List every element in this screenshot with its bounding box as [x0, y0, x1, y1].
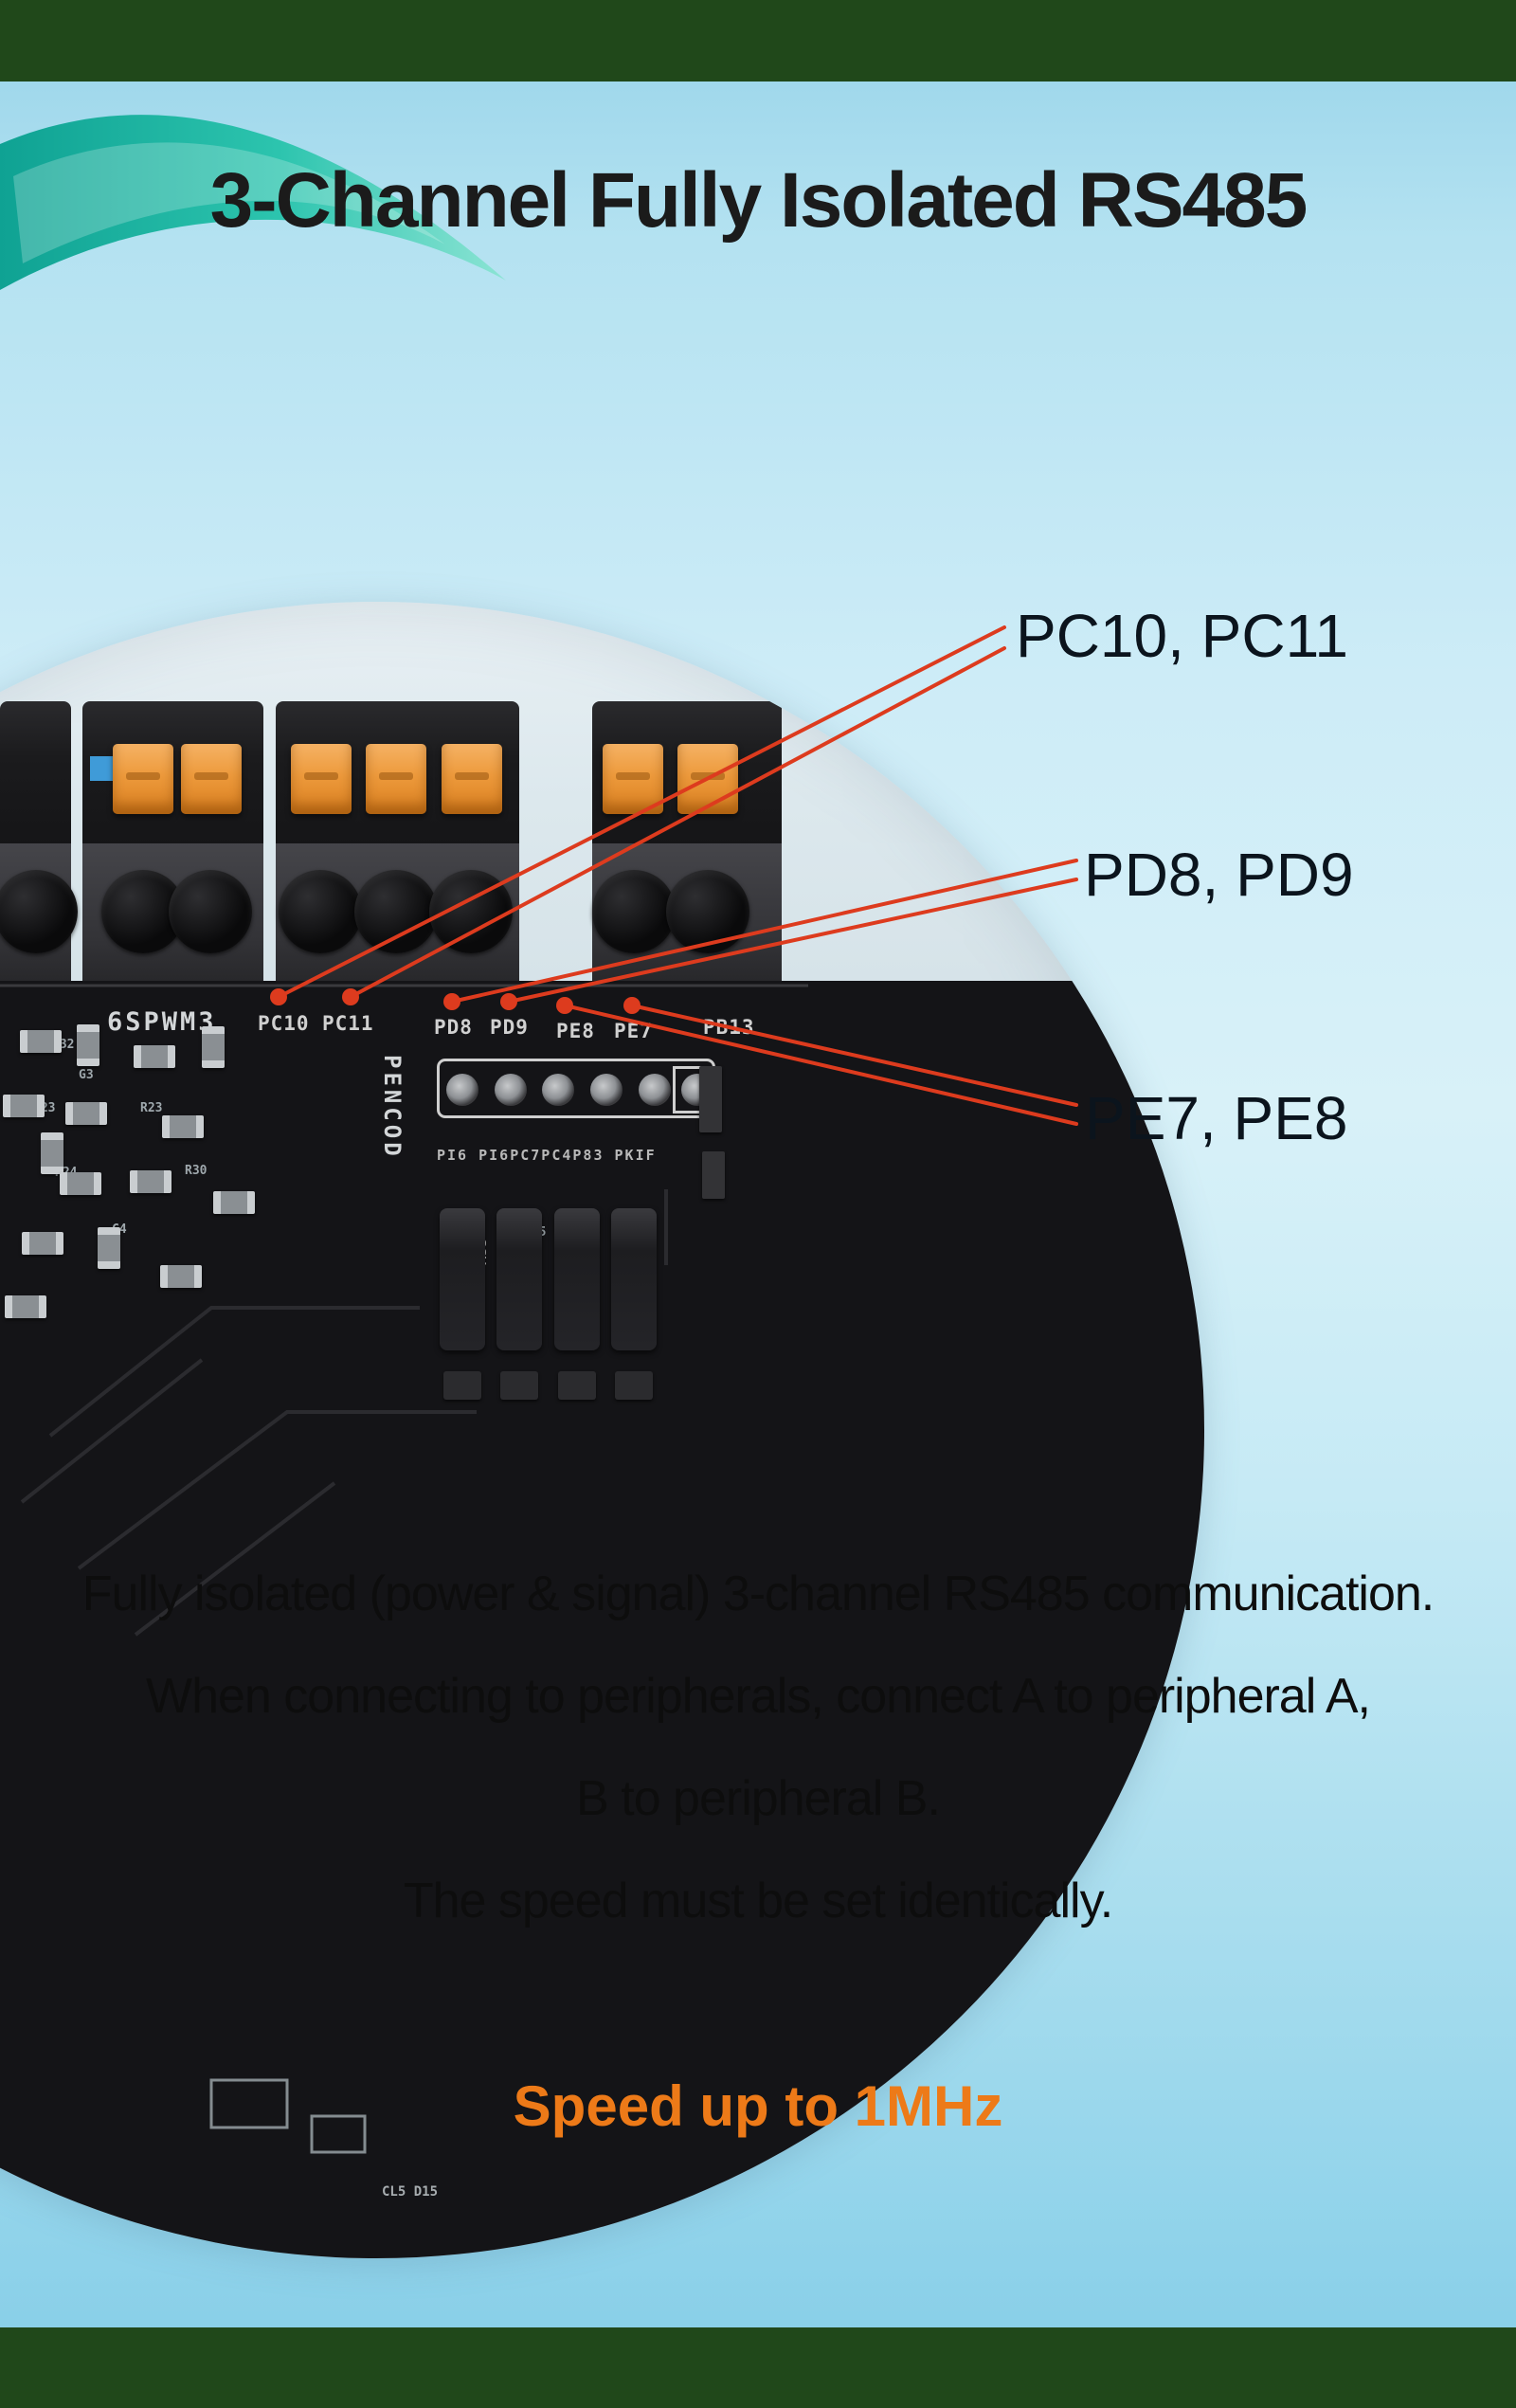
through-hole-pad — [542, 1074, 574, 1106]
smd-component — [160, 1265, 202, 1288]
terminal-opening — [354, 870, 438, 953]
terminal-opening — [429, 870, 513, 953]
silkscreen-vertical-label: PENCOD — [379, 1055, 406, 1160]
description-line-4: The speed must be set identically. — [403, 1874, 1113, 1928]
through-hole-pad — [495, 1074, 527, 1106]
silkscreen-small-row: PI6 PI6PC7PC4P83 PKIF — [437, 1147, 657, 1164]
smd-component — [3, 1095, 45, 1117]
orange-lever — [181, 744, 242, 814]
silkscreen-group-label: 6SPWM3 — [107, 1007, 217, 1037]
smd-component — [60, 1172, 101, 1195]
description-line-2: When connecting to peripherals, connect … — [146, 1669, 1371, 1724]
silkscreen-pin-pe8: PE8 — [556, 1020, 595, 1042]
orange-lever — [442, 744, 502, 814]
swoosh-shape — [0, 115, 506, 290]
through-hole-pad — [590, 1074, 623, 1106]
annotation-label-pc: PC10, PC11 — [1016, 602, 1348, 670]
terminal-block-right — [592, 701, 782, 981]
terminal-opening — [279, 870, 362, 953]
smd-component — [130, 1170, 171, 1193]
capacitor-component — [496, 1208, 542, 1350]
silkscreen-pin-pc11: PC11 — [322, 1012, 374, 1035]
terminal-opening — [666, 870, 749, 953]
smd-component — [98, 1227, 120, 1269]
smd-component — [65, 1102, 107, 1125]
orange-lever — [113, 744, 173, 814]
silkscreen-pin-pd9: PD9 — [490, 1016, 529, 1039]
small-capacitor — [615, 1371, 653, 1400]
terminal-opening — [169, 870, 252, 953]
orange-lever — [291, 744, 352, 814]
top-green-bar — [0, 0, 1516, 81]
description-block: Fully isolated (power & signal) 3-channe… — [0, 1543, 1516, 1952]
smd-component — [699, 1066, 722, 1132]
capacitor-component — [611, 1208, 657, 1350]
smd-component — [5, 1295, 46, 1318]
silkscreen-pin-pc10: PC10 — [258, 1012, 310, 1035]
terminal-block-partial — [0, 701, 78, 981]
speed-note: Speed up to 1MHz — [513, 2074, 1003, 2138]
terminal-opening — [0, 870, 78, 953]
silkscreen-pin-pb13: PB13 — [703, 1016, 755, 1039]
smd-component — [702, 1151, 725, 1199]
pcb-photo-circle: 6SPWM3 PC10 PC11 PD8 PD9 PE8 PE7 PB13 PE… — [0, 602, 1204, 2258]
terminal-block-center — [276, 701, 519, 981]
bottom-green-bar — [0, 2327, 1516, 2408]
silkscreen-bottom-label: CL5 D15 — [382, 2184, 439, 2200]
small-capacitor — [558, 1371, 596, 1400]
ref-r30: R30 — [185, 1164, 208, 1178]
smd-component — [22, 1232, 63, 1255]
orange-lever — [603, 744, 663, 814]
smd-component — [162, 1115, 204, 1138]
description-line-1: Fully isolated (power & signal) 3-channe… — [81, 1566, 1435, 1621]
silkscreen-pin-pe7: PE7 — [614, 1020, 653, 1042]
smd-component — [41, 1132, 63, 1174]
capacitor-component — [554, 1208, 600, 1350]
terminal-opening — [592, 870, 676, 953]
smd-component — [202, 1026, 225, 1068]
smd-component — [213, 1191, 255, 1214]
terminal-body — [0, 701, 71, 860]
smd-component — [77, 1024, 99, 1066]
header-footprint — [437, 1059, 720, 1118]
smd-component — [134, 1045, 175, 1068]
orange-lever — [677, 744, 738, 814]
small-capacitor — [443, 1371, 481, 1400]
capacitor-component — [440, 1208, 485, 1350]
swoosh-highlight — [13, 142, 445, 263]
teal-swoosh-decoration — [0, 115, 506, 290]
annotation-label-pe: PE7, PE8 — [1085, 1084, 1348, 1152]
through-hole-pad — [446, 1074, 478, 1106]
ref-g3: G3 — [79, 1068, 94, 1082]
annotation-label-pd: PD8, PD9 — [1084, 841, 1354, 909]
ref-r23: R23 — [140, 1101, 163, 1115]
small-capacitor — [500, 1371, 538, 1400]
smd-component — [20, 1030, 62, 1053]
blue-marker — [90, 756, 115, 781]
description-line-3: B to peripheral B. — [576, 1771, 941, 1826]
through-hole-pad — [639, 1074, 671, 1106]
page-title: 3-Channel Fully Isolated RS485 — [209, 157, 1308, 244]
pcb-board — [0, 981, 1204, 2258]
orange-lever — [366, 744, 426, 814]
silkscreen-pin-pd8: PD8 — [434, 1016, 473, 1039]
terminal-block-left — [82, 701, 263, 981]
